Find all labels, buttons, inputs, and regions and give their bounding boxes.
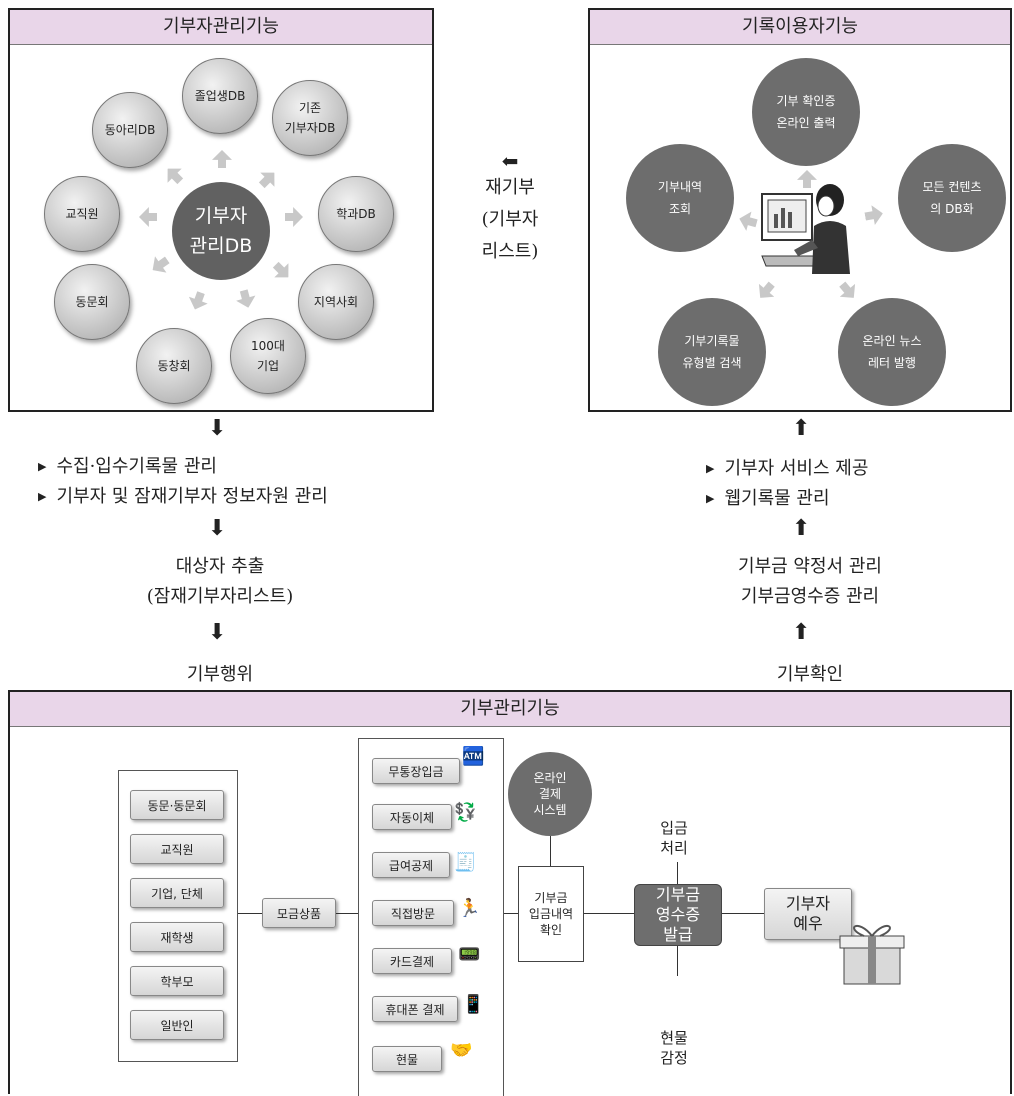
up-arrow-icon: ⬆: [792, 416, 811, 441]
target-extraction: 대상자 추출 (잠재기부자리스트): [146, 556, 294, 607]
connector-line: [677, 946, 678, 976]
atm-icon: 🏧: [462, 746, 485, 767]
donor-panel-title: 기부자관리기능: [10, 10, 432, 45]
donor-type-item: 교직원: [130, 834, 224, 864]
community-node: 지역사회: [298, 264, 374, 340]
connector-line: [238, 913, 262, 914]
card-terminal-icon: 📟: [458, 944, 481, 965]
phone-icon: 📱: [462, 994, 485, 1015]
faculty-node: 교직원: [44, 176, 120, 252]
alumni-node: 동문회: [54, 264, 130, 340]
connector-line: [677, 862, 678, 884]
gift-box-icon: [839, 924, 905, 985]
right-bullet-1: 기부자 서비스 제공: [706, 454, 868, 480]
redonation-label: ⬅ 재기부 (기부자 리스트): [460, 150, 560, 268]
payment-method-bank-transfer: 무통장입금: [372, 758, 460, 784]
goods-icon: 🤝: [450, 1040, 473, 1061]
visit-icon: 🏃: [458, 898, 481, 919]
donor-type-item: 학부모: [130, 966, 224, 996]
left-bullet-2: 기부자 및 잠재기부자 정보자원 관리: [38, 482, 327, 508]
payment-methods-list: [358, 738, 504, 1096]
left-arrow-icon: ⬅: [501, 149, 519, 173]
connector-line: [722, 913, 764, 914]
donor-type-item: 재학생: [130, 922, 224, 952]
classmates-node: 동창회: [136, 328, 212, 404]
right-bullet-2: 웹기록물 관리: [706, 484, 829, 510]
payment-method-card: 카드결제: [372, 948, 452, 974]
connector-line: [336, 913, 358, 914]
donor-type-list: [118, 770, 238, 1062]
donation-confirm: 기부확인: [776, 664, 844, 685]
department-db-node: 학과DB: [318, 176, 394, 252]
connector-line: [550, 836, 551, 866]
payment-method-goods: 현물: [372, 1046, 442, 1072]
pledge-management: 기부금 약정서 관리 기부금영수증 관리: [738, 556, 882, 607]
payment-method-visit: 직접방문: [372, 900, 454, 926]
payment-method-auto-transfer: 자동이체: [372, 804, 452, 830]
down-arrow-icon: ⬇: [208, 416, 227, 441]
donor-type-item: 동문·동문회: [130, 790, 224, 820]
donation-action: 기부행위: [186, 664, 254, 685]
down-arrow-icon: ⬇: [208, 620, 227, 645]
management-panel-title: 기부관리기능: [10, 692, 1010, 727]
up-arrow-icon: ⬆: [792, 516, 811, 541]
fundraising-product-box: 모금상품: [262, 898, 336, 928]
computer-user-icon: [761, 184, 850, 274]
payment-method-phone: 휴대폰 결제: [372, 996, 458, 1022]
donor-type-item: 일반인: [130, 1010, 224, 1040]
graduates-db-node: 졸업생DB: [182, 58, 258, 134]
donor-type-item: 기업, 단체: [130, 878, 224, 908]
left-bullet-1: 수집·입수기록물 관리: [38, 452, 216, 478]
transfer-icon: 💱: [454, 802, 477, 823]
record-panel-title: 기록이용자기능: [590, 10, 1010, 45]
down-arrow-icon: ⬇: [208, 516, 227, 541]
club-db-node: 동아리DB: [92, 92, 168, 168]
payslip-icon: 🧾: [454, 852, 477, 873]
up-arrow-icon: ⬆: [792, 620, 811, 645]
connector-line: [504, 913, 518, 914]
payment-method-salary-deduction: 급여공제: [372, 852, 450, 878]
connector-line: [584, 913, 634, 914]
